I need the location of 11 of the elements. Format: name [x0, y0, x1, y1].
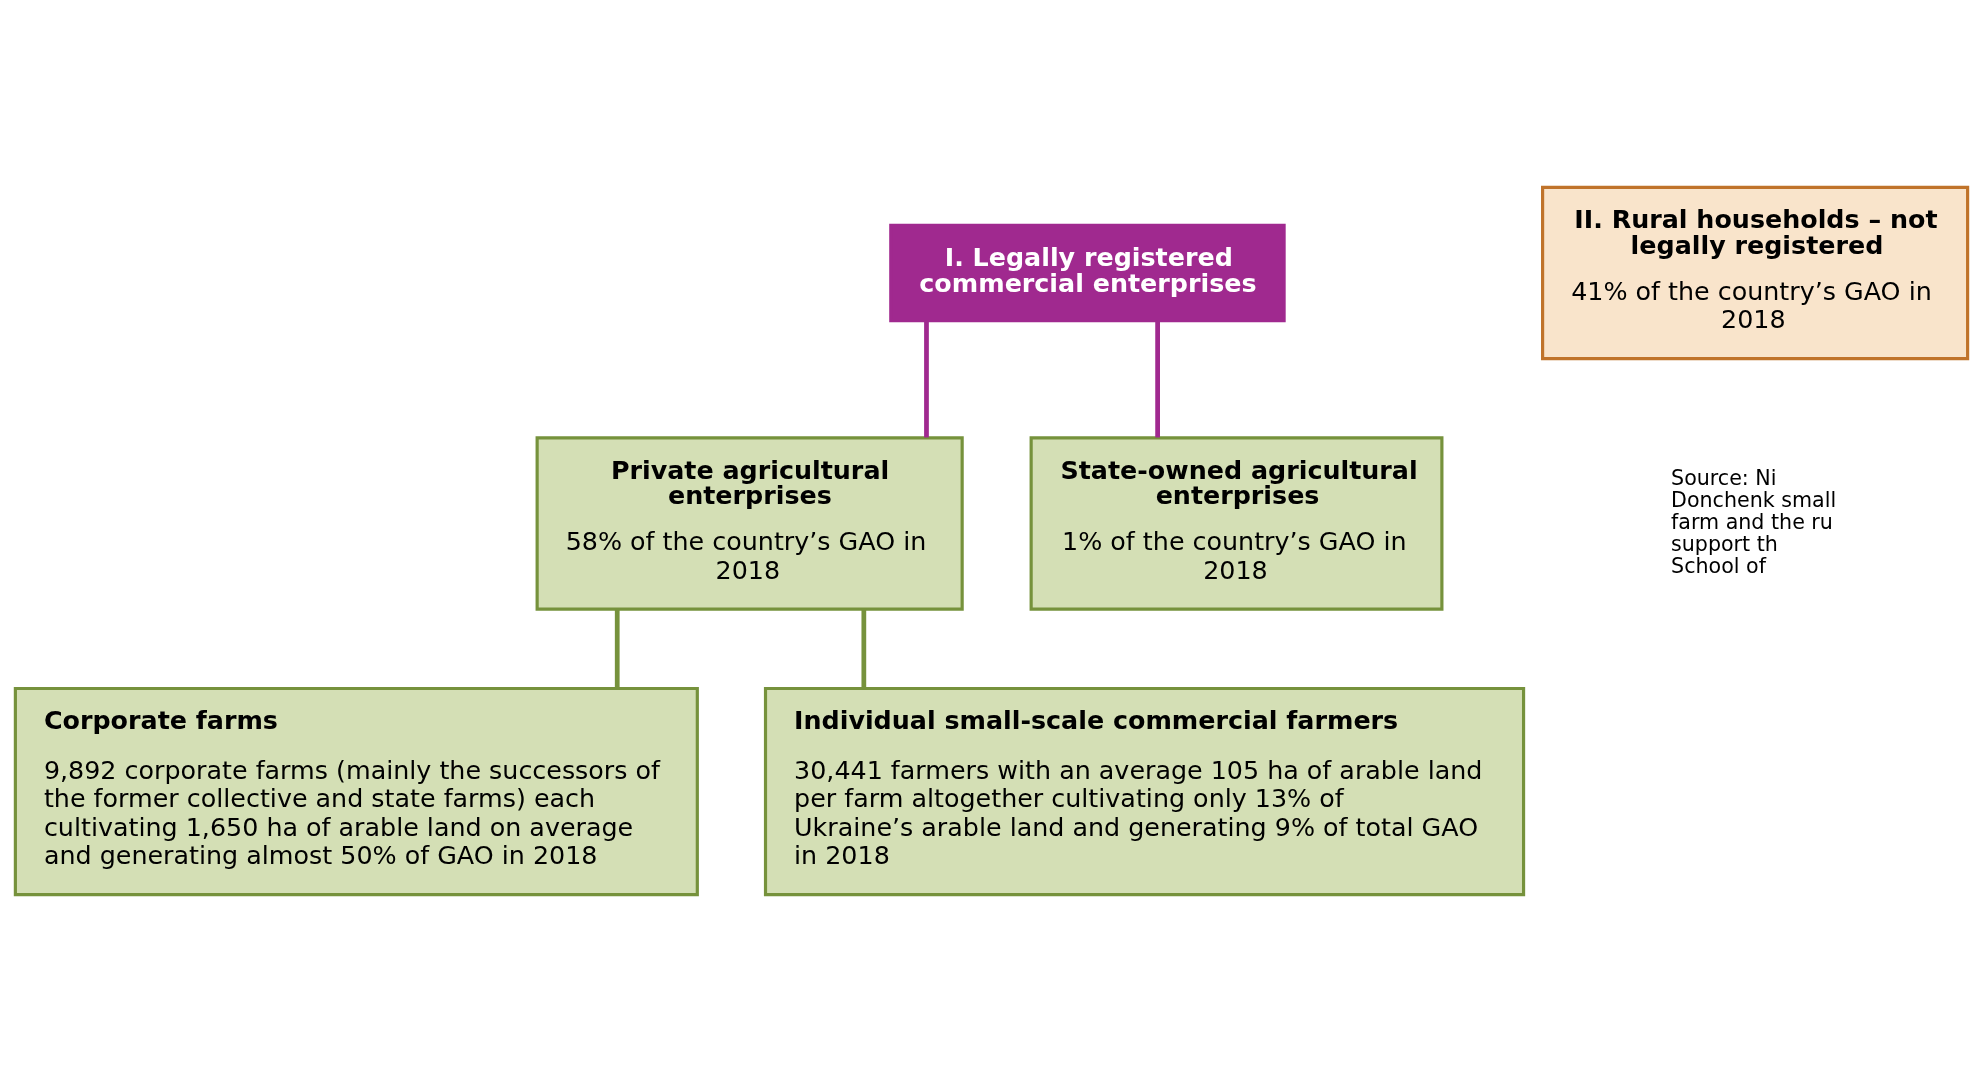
- node-box: Corporate farms 9,892 corporate farms (mainly the successors of the former collective and state farms) each cultivating 1,650 ha of arable land on average and generating almost 50% of GAO in 2018: [13, 686, 699, 897]
- connector: [860, 609, 866, 689]
- node-box: I. Legally registered commercial enterprises: [888, 223, 1286, 323]
- connector: [923, 320, 929, 438]
- label: Source: Ni Donchenk small farm and the ru support th School of: [1670, 465, 1836, 579]
- node-box: II. Rural households – not legally registered 41% of the country’s GAO in 2018: [1540, 185, 1969, 361]
- node-box: Private agricultural enterprises 58% of the country’s GAO in 2018: [535, 436, 964, 611]
- connector: [614, 609, 620, 689]
- node-box: State-owned agricultural enterprises 1% of the country’s GAO in 2018: [1029, 436, 1443, 611]
- connector: [1154, 320, 1160, 438]
- node-box: Individual small-scale commercial farmers 30,441 farmers with an average 105 ha of arable land per farm altogether cultivating only 13% of Ukraine’s arable land and generating 9% of total GAO in 2018: [763, 686, 1525, 897]
